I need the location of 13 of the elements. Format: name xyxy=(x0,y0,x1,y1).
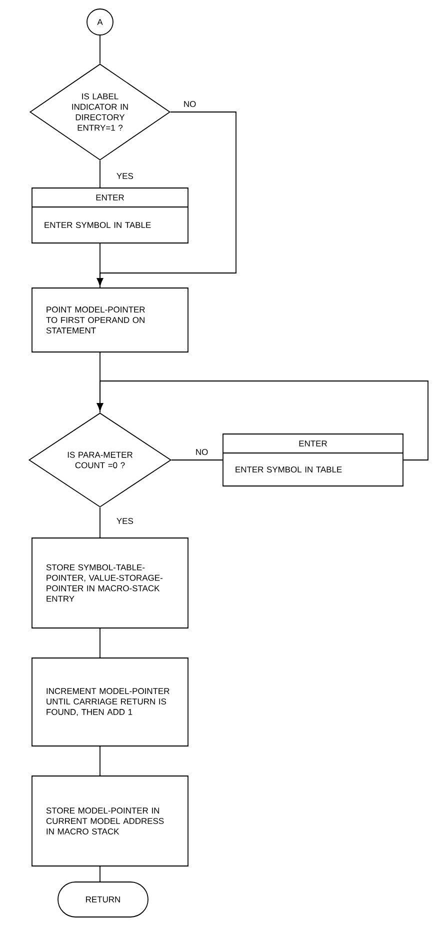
process-box: POINT MODEL-POINTER TO FIRST OPERAND ON STATEMENT xyxy=(32,288,188,352)
process-box: ENTER ENTER SYMBOL IN TABLE xyxy=(32,188,188,244)
edge-label: YES xyxy=(115,517,134,525)
edge-label: NO xyxy=(194,448,210,456)
process-box: STORE MODEL-POINTER IN CURRENT MODEL ADDRESS IN MACRO STACK xyxy=(32,776,188,866)
edge-label: NO xyxy=(182,100,198,108)
edge-label: YES xyxy=(115,172,134,180)
process-box: STORE SYMBOL-TABLE-POINTER, VALUE-STORAGE-POINTER IN MACRO-STACK ENTRY xyxy=(32,538,188,628)
terminal-box: RETURN xyxy=(58,882,148,918)
process-box: ENTER ENTER SYMBOL IN TABLE xyxy=(222,434,404,486)
connector-line xyxy=(96,380,428,460)
process-box: INCREMENT MODEL-POINTER UNTIL CARRIAGE RETURN IS FOUND, THEN ADD 1 xyxy=(32,658,188,746)
connector-line xyxy=(96,112,236,288)
